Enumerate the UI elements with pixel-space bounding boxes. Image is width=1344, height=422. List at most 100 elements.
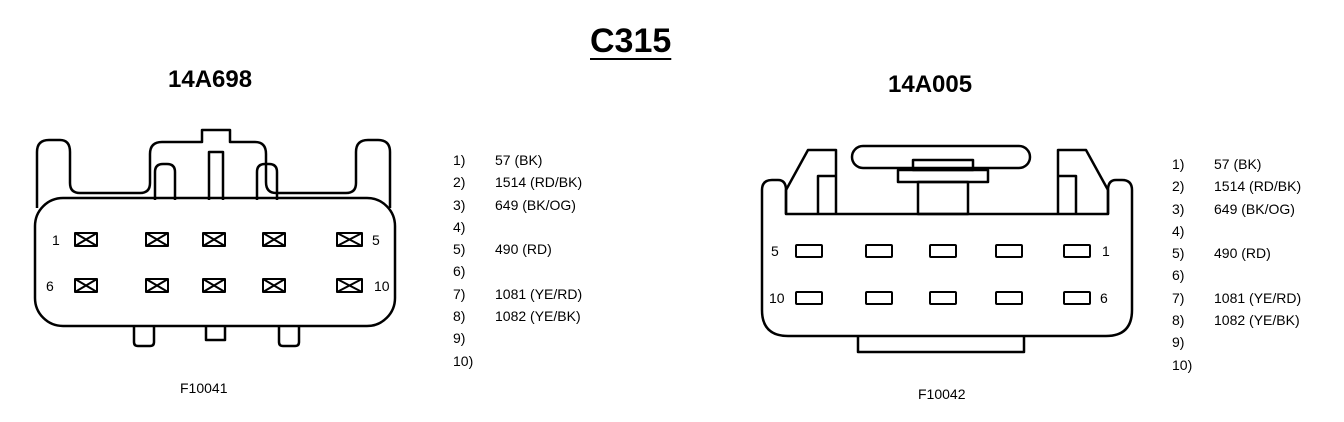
- pin-row: 3)649 (BK/OG): [453, 194, 582, 216]
- left-cavity-label: 1: [52, 232, 60, 248]
- pin-row: 2) 1514 (RD/BK): [453, 171, 582, 193]
- right-cavity-2: [995, 244, 1023, 258]
- pin-circuit: 1081 (YE/RD): [495, 285, 583, 302]
- left-cavity-label: 6: [46, 278, 54, 294]
- right-cavity-1: [1063, 244, 1091, 258]
- pin-number: 6): [453, 263, 466, 280]
- pin-circuit: 1081 (YE/RD): [1214, 289, 1302, 306]
- pin-number: 7): [453, 285, 466, 302]
- pin-row: 3) 649 (BK/OG): [1172, 198, 1301, 220]
- left-cavity-5: [336, 232, 363, 247]
- left-figure-code: F10041: [180, 380, 228, 396]
- pin-circuit: 1514 (RD/BK): [1214, 178, 1302, 195]
- right-latch-left-inner: [816, 174, 836, 214]
- pin-row: 2) 1514 (RD/BK): [1172, 175, 1301, 197]
- pin-number: 8): [453, 308, 466, 325]
- pin-number: 8): [1172, 312, 1185, 329]
- pin-circuit: 57 (BK): [1214, 156, 1262, 172]
- left-cavities: [74, 232, 363, 293]
- left-cavity-6: [74, 278, 98, 293]
- pin-number: 5): [453, 241, 466, 258]
- pin-number: 7): [1172, 289, 1185, 306]
- pin-circuit: 1082 (YE/BK): [495, 308, 581, 325]
- right-cavity-label: 10: [769, 290, 785, 306]
- left-post: [153, 162, 177, 200]
- left-cavity-4: [262, 232, 286, 247]
- right-cavity-5: [795, 244, 823, 258]
- left-housing-top: [35, 128, 392, 208]
- pin-number: 9): [453, 330, 466, 347]
- pin-row: 9): [453, 327, 582, 349]
- right-figure-code: F10042: [918, 386, 966, 402]
- right-latch-right-inner: [1058, 174, 1078, 214]
- pin-row: 4): [1172, 220, 1301, 242]
- pin-number: 2): [1172, 178, 1185, 195]
- pin-row: 10): [1172, 354, 1301, 376]
- pin-row: 4): [453, 216, 582, 238]
- pin-circuit: 490 (RD): [1214, 245, 1271, 262]
- right-cavities: [795, 244, 1091, 305]
- pin-row: 1) 57 (BK): [1172, 153, 1301, 175]
- left-cavity-label: 5: [372, 232, 380, 248]
- pin-row: 7) 1081 (YE/RD): [1172, 287, 1301, 309]
- right-cavity-label: 1: [1102, 243, 1110, 259]
- pin-row: 5) 490 (RD): [1172, 242, 1301, 264]
- right-part-number: 14A005: [888, 71, 973, 98]
- left-post: [207, 150, 225, 200]
- pin-row: 1) 57 (BK): [453, 149, 582, 171]
- left-cavity-2: [145, 232, 169, 247]
- pin-row: 9): [1172, 331, 1301, 353]
- right-cavity-8: [929, 291, 957, 305]
- pin-row: 8) 1082 (YE/BK): [453, 305, 582, 327]
- pin-number: 1): [1172, 156, 1185, 172]
- left-housing-body: [33, 196, 397, 328]
- pin-circuit: 57 (BK): [495, 152, 543, 168]
- pin-row: 10): [453, 350, 582, 372]
- pin-number: 3): [1172, 200, 1185, 217]
- left-cavity-3: [202, 232, 226, 247]
- right-cavity-10: [795, 291, 823, 305]
- left-cavity-9: [262, 278, 286, 293]
- left-bottom-peg: [277, 326, 301, 348]
- pin-number: 4): [453, 218, 466, 235]
- left-part-number: 14A698: [168, 66, 253, 93]
- right-pin-list: 1)57 (BK)2)1514 (RD/BK)3)649 (BK/OG)4)5)…: [1172, 153, 1301, 376]
- pin-number: 6): [1172, 267, 1185, 284]
- pin-row: 6): [453, 260, 582, 282]
- pin-row: 5) 490 (RD): [453, 238, 582, 260]
- left-pin-list: 1) 57 (BK) 2) 1514 (RD/BK) 3)649 (BK/OG) 4) 5)…: [453, 149, 582, 372]
- right-center-tab-base: [911, 158, 975, 172]
- pin-number: 10): [453, 352, 474, 369]
- right-cavity-label: 5: [771, 243, 779, 259]
- left-cavity-7: [145, 278, 169, 293]
- right-cavity-label: 6: [1100, 290, 1108, 306]
- pin-circuit: 1514 (RD/BK): [495, 174, 583, 191]
- pin-row: 8) 1082 (YE/BK): [1172, 309, 1301, 331]
- pin-number: 2): [453, 174, 466, 191]
- right-latch-left: [784, 148, 838, 214]
- right-latch-right: [1056, 148, 1110, 214]
- left-cavity-10: [336, 278, 363, 293]
- left-cavity-label: 10: [374, 278, 390, 294]
- pin-row: 7) 1081 (YE/RD): [453, 283, 582, 305]
- left-cavity-8: [202, 278, 226, 293]
- right-housing-body: [760, 178, 1134, 338]
- pin-row: 6): [1172, 264, 1301, 286]
- pin-number: 5): [1172, 245, 1185, 262]
- pin-number: 1): [453, 152, 466, 168]
- right-top-slot: [850, 144, 1032, 170]
- left-post: [255, 162, 279, 200]
- pin-circuit: 1082 (YE/BK): [1214, 312, 1300, 329]
- right-center-block: [916, 180, 970, 216]
- pin-number: 10): [1172, 356, 1193, 373]
- right-center-tab: [896, 168, 990, 184]
- left-cavity-1: [74, 232, 98, 247]
- right-cavity-7: [995, 291, 1023, 305]
- left-bottom-peg: [204, 326, 227, 342]
- pin-circuit: 490 (RD): [495, 241, 552, 258]
- pin-circuit: 649 (BK/OG): [495, 196, 576, 213]
- pin-circuit: 649 (BK/OG): [1214, 200, 1295, 217]
- right-cavity-4: [865, 244, 893, 258]
- left-bottom-peg: [132, 326, 156, 348]
